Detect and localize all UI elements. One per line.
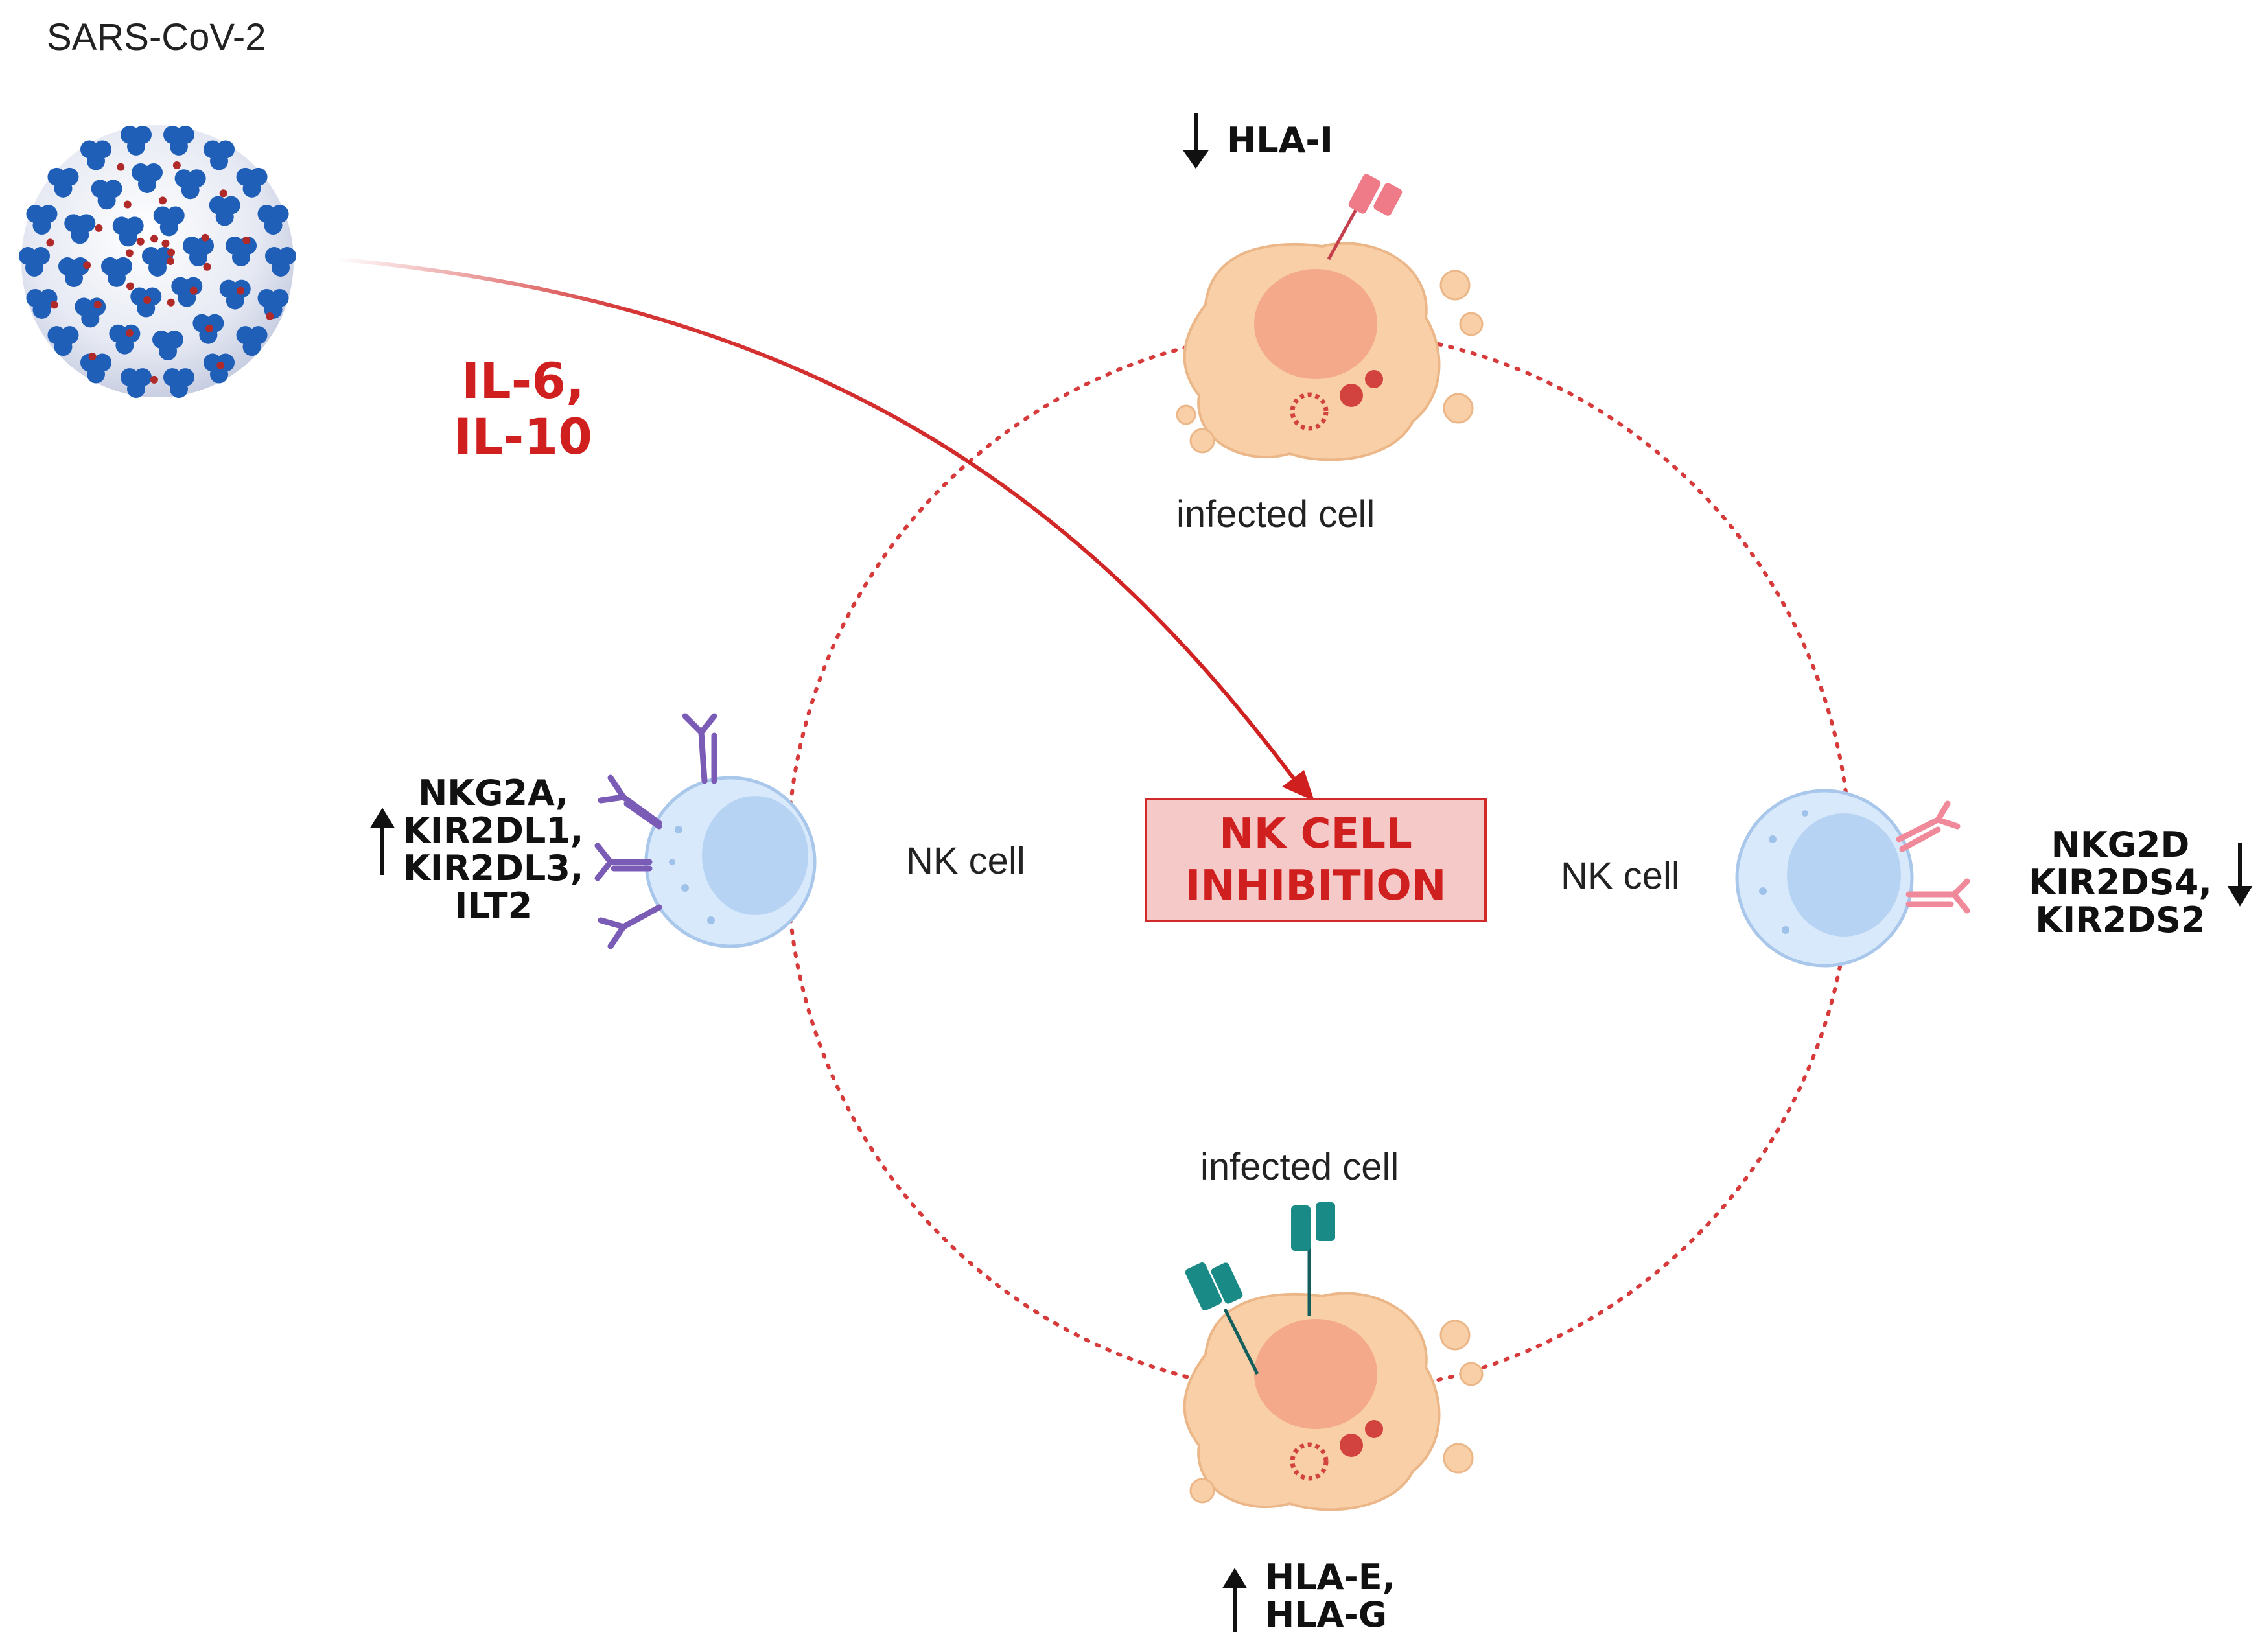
virus-dot — [219, 189, 227, 198]
kir2dl1-label: KIR2DL1, — [403, 810, 584, 851]
inhibitory-receptor-icons — [594, 713, 717, 949]
inhibition-line-2: INHIBITION — [1185, 862, 1447, 910]
virus-spike — [121, 368, 152, 399]
nkg2d-label: NKG2D — [2051, 824, 2190, 865]
cytokine-label: IL-6, IL-10 — [454, 353, 592, 465]
virus-spike — [112, 216, 144, 247]
virus-dot — [123, 200, 132, 209]
virus-spike — [163, 368, 194, 399]
virus-icon — [19, 125, 296, 399]
virus-dot — [189, 286, 198, 295]
hla-i-label: HLA-I — [1227, 120, 1333, 161]
hla-e-label: HLA-E, — [1265, 1557, 1396, 1598]
virus-dot — [125, 329, 134, 337]
cytokine-arrow — [336, 257, 1305, 792]
virus-spike — [219, 279, 251, 310]
virus-dot — [242, 237, 251, 245]
virus-spike — [19, 247, 50, 277]
virus-dot — [167, 298, 175, 307]
nk-cell-inhibition-box: NK CELL INHIBITION — [1145, 798, 1487, 922]
hla-i-molecule-icon — [1348, 174, 1381, 214]
infected-cell-bottom-label: infected cell — [1200, 1146, 1399, 1188]
down-arrow-right-receptors-icon — [2227, 843, 2253, 907]
ilt2-label: ILT2 — [454, 885, 533, 926]
virus-dot — [126, 282, 135, 290]
nkg2a-label: NKG2A, — [418, 773, 569, 813]
virus-spike — [174, 169, 206, 200]
virus-spike — [236, 167, 268, 198]
virus-spike — [257, 205, 289, 235]
virus-dot — [172, 161, 181, 169]
left-receptors-label: NKG2A, KIR2DL1, KIR2DL3, ILT2 — [403, 774, 583, 925]
virus-dot — [117, 163, 125, 171]
virus-spike — [153, 206, 185, 237]
right-receptors-label: NKG2D KIR2DS4, KIR2DS2 — [2029, 826, 2212, 939]
cytokine-arrowhead — [1282, 770, 1314, 801]
virus-dot — [216, 361, 225, 369]
kir2ds2-label: KIR2DS2 — [2035, 900, 2206, 940]
virus-spike — [265, 247, 296, 277]
up-arrow-hla-e-g-icon — [1222, 1568, 1248, 1632]
virus-dot — [93, 301, 102, 309]
virus-dot — [136, 237, 145, 246]
virus-spike — [204, 140, 235, 170]
virus-spike — [75, 297, 106, 328]
activating-receptor-icons — [1896, 800, 1970, 914]
virus-dot — [125, 249, 134, 257]
virus-dot — [46, 238, 54, 247]
virus-dot — [237, 286, 245, 295]
virus-spike — [91, 180, 122, 210]
virus-spike — [236, 326, 268, 356]
infected-cell-top-icon — [1176, 174, 1484, 461]
virus-dot — [50, 301, 58, 309]
virus-dot — [88, 352, 97, 360]
virus-spike — [152, 331, 184, 361]
virus-label: SARS-CoV-2 — [47, 16, 266, 58]
virus-spike — [131, 163, 163, 193]
virus-spike — [163, 125, 194, 156]
kir2dl3-label: KIR2DL3, — [403, 848, 584, 889]
nk-cell-right-label: NK cell — [1561, 855, 1680, 897]
virus-dot — [95, 224, 103, 232]
hla-e-g-molecule-icon — [1185, 1202, 1335, 1310]
virus-dot — [167, 257, 174, 265]
down-arrow-hla-i-icon — [1183, 113, 1209, 169]
virus-spike — [121, 125, 152, 156]
nk-cell-left-icon — [594, 713, 817, 949]
virus-spike — [100, 257, 132, 287]
virus-dot — [150, 235, 159, 243]
virus-spike — [64, 214, 96, 244]
inhibition-line-1: NK CELL — [1219, 810, 1412, 858]
virus-spike — [26, 205, 58, 235]
virus-dot — [167, 248, 176, 257]
virus-dot — [266, 312, 274, 320]
up-arrow-left-receptors-icon — [369, 808, 395, 875]
nk-cell-left-label: NK cell — [906, 840, 1025, 882]
virus-spike — [209, 196, 240, 226]
cytokine-line-1: IL-6, — [461, 352, 585, 410]
nk-cell-right-icon — [1735, 789, 1970, 968]
virus-spike — [47, 326, 79, 356]
virus-dot — [83, 261, 91, 270]
virus-dot — [201, 233, 209, 242]
virus-dot — [161, 239, 170, 248]
virus-spike — [183, 237, 215, 267]
hla-g-label: HLA-G — [1265, 1594, 1388, 1635]
virus-spike — [58, 257, 89, 288]
infected-cell-bottom-icon — [1183, 1202, 1484, 1511]
virus-dot — [150, 375, 158, 384]
virus-spike — [47, 167, 79, 198]
infected-cell-top-label: infected cell — [1176, 493, 1375, 535]
virus-dot — [143, 296, 152, 304]
kir2ds4-label: KIR2DS4, — [2029, 862, 2212, 903]
virus-dot — [159, 196, 167, 205]
virus-spike — [80, 140, 111, 170]
cytokine-line-2: IL-10 — [454, 408, 593, 465]
hla-e-g-label: HLA-E, HLA-G — [1265, 1559, 1395, 1634]
virus-dot — [205, 324, 214, 332]
virus-dot — [203, 262, 211, 271]
